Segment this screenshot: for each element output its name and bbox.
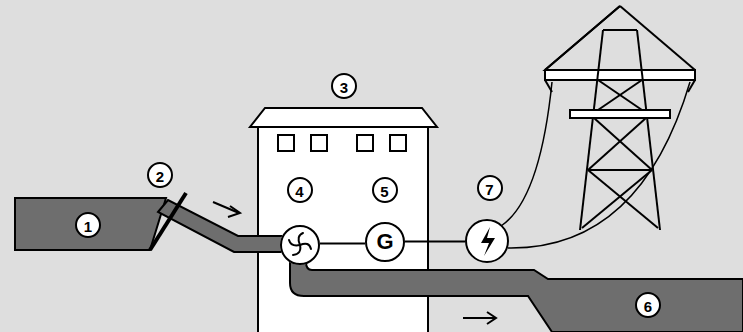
callout-number: 6 (635, 292, 661, 318)
callout-number: 7 (477, 175, 503, 201)
flow-arrows (213, 202, 496, 324)
callout-number: 2 (147, 162, 173, 188)
callout-number: 3 (331, 73, 357, 99)
windows (278, 135, 406, 151)
callout-number: 4 (287, 177, 313, 203)
intake-gate (150, 193, 186, 250)
building-roof (250, 108, 437, 127)
tailrace (290, 258, 743, 332)
lightning-symbol (481, 227, 495, 256)
reservoir (15, 198, 166, 250)
shaft-wire (320, 243, 365, 245)
power-lines (501, 82, 690, 248)
shaft-wire (405, 241, 465, 243)
turbine-symbol (289, 233, 311, 255)
turbine-circle: 4 (280, 225, 320, 265)
generator-letter: G (367, 224, 403, 259)
transformer-circle: 7 (465, 219, 509, 263)
callout-number: 5 (372, 177, 398, 203)
generator-circle: 5G (365, 222, 405, 262)
pylon (545, 6, 695, 230)
power-house (258, 127, 428, 332)
callout-number: 1 (75, 212, 101, 238)
